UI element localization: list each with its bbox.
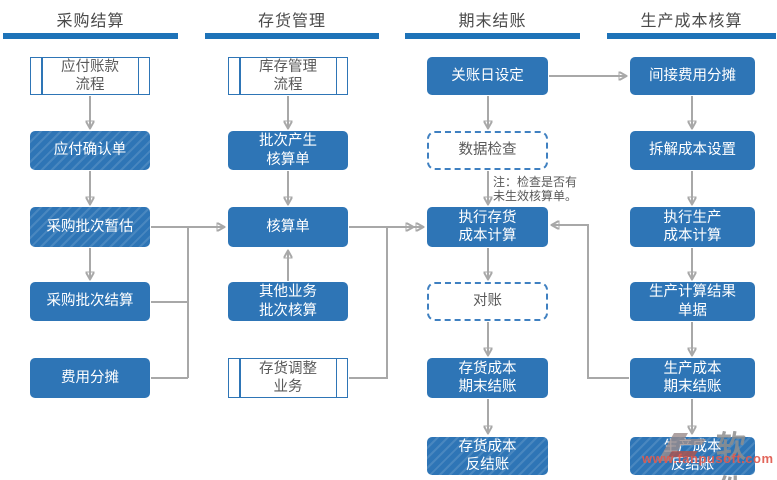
predefined-sideline — [335, 58, 337, 94]
node-run-inventory-cost-calc: 执行存货 成本计算 — [427, 207, 548, 247]
header-underline-bar — [405, 33, 580, 39]
header-underline-bar — [607, 33, 776, 39]
node-label: 生产成本 反结账 — [663, 438, 722, 473]
node-label: 应付确认单 — [53, 142, 127, 159]
node-ap-process-flow: 应付账款 流程 — [30, 57, 150, 95]
node-production-cost-reverse: 生产成本 反结账 — [630, 437, 755, 475]
node-label: 采购批次暂估 — [46, 218, 134, 235]
node-label: 对账 — [473, 293, 502, 310]
node-indirect-expense-allocation: 间接费用分摊 — [630, 57, 755, 95]
node-label: 库存管理 流程 — [259, 58, 317, 93]
node-label: 生产计算结果 单据 — [649, 284, 736, 319]
node-run-production-cost-calc: 执行生产 成本计算 — [630, 207, 755, 247]
column-header-inventory-management: 存货管理 — [257, 13, 326, 30]
node-batch-generate-voucher: 批次产生 核算单 — [228, 131, 348, 170]
node-label: 数据检查 — [458, 142, 517, 159]
node-closing-date-setting: 关账日设定 — [427, 57, 548, 95]
line-purchase-merge — [151, 227, 189, 379]
node-label: 采购批次结算 — [46, 293, 134, 310]
node-label: 存货调整 业务 — [259, 360, 317, 395]
node-other-business-batch: 其他业务 批次核算 — [228, 282, 348, 321]
node-label: 存货成本 反结账 — [458, 438, 517, 473]
column-header-purchase-settlement: 采购结算 — [56, 13, 125, 30]
node-label: 拆解成本设置 — [649, 142, 736, 159]
predefined-sideline — [41, 58, 43, 94]
node-production-cost-closing: 生产成本 期末结账 — [630, 358, 755, 398]
node-label: 关账日设定 — [451, 67, 524, 84]
predefined-sideline — [239, 359, 241, 397]
node-label: 批次产生 核算单 — [259, 133, 317, 168]
node-label: 应付账款 流程 — [61, 58, 119, 93]
node-purchase-batch-estimate: 采购批次暂估 — [30, 207, 150, 247]
node-ap-confirm: 应付确认单 — [30, 131, 150, 170]
node-label: 间接费用分摊 — [649, 67, 736, 84]
node-label: 生产成本 期末结账 — [663, 360, 722, 395]
header-underline-bar — [3, 33, 178, 39]
node-production-calc-result: 生产计算结果 单据 — [630, 282, 755, 321]
node-expense-allocation: 费用分摊 — [30, 358, 150, 398]
node-inventory-cost-closing: 存货成本 期末结账 — [427, 358, 548, 398]
node-purchase-batch-settle: 采购批次结算 — [30, 282, 150, 321]
line-invadjust-merge — [349, 227, 388, 379]
predefined-sideline — [239, 58, 241, 94]
node-label: 存货成本 期末结账 — [458, 360, 517, 395]
node-accounting-voucher: 核算单 — [228, 207, 348, 247]
node-inventory-process-flow: 库存管理 流程 — [228, 57, 348, 95]
column-header-production-cost: 生产成本核算 — [640, 13, 743, 30]
node-disassembly-cost-setting: 拆解成本设置 — [630, 131, 755, 170]
node-label: 执行生产 成本计算 — [663, 209, 722, 244]
node-label: 核算单 — [266, 218, 310, 235]
predefined-sideline — [335, 359, 337, 397]
column-header-period-end-closing: 期末结账 — [458, 13, 527, 30]
node-label: 其他业务 批次核算 — [259, 284, 317, 319]
node-inventory-cost-reverse: 存货成本 反结账 — [427, 437, 548, 475]
node-reconciliation: 对账 — [427, 282, 548, 321]
predefined-sideline — [137, 58, 139, 94]
header-underline-bar — [205, 33, 379, 39]
node-label: 费用分摊 — [61, 369, 119, 386]
node-label: 执行存货 成本计算 — [458, 209, 517, 244]
data-check-note: 注：检查是否有 未生效核算单。 — [493, 175, 578, 203]
node-inventory-adjust: 存货调整 业务 — [228, 358, 348, 398]
node-data-check: 数据检查 — [427, 131, 548, 170]
arrow-prodclosing-to-invcalc — [552, 225, 629, 379]
